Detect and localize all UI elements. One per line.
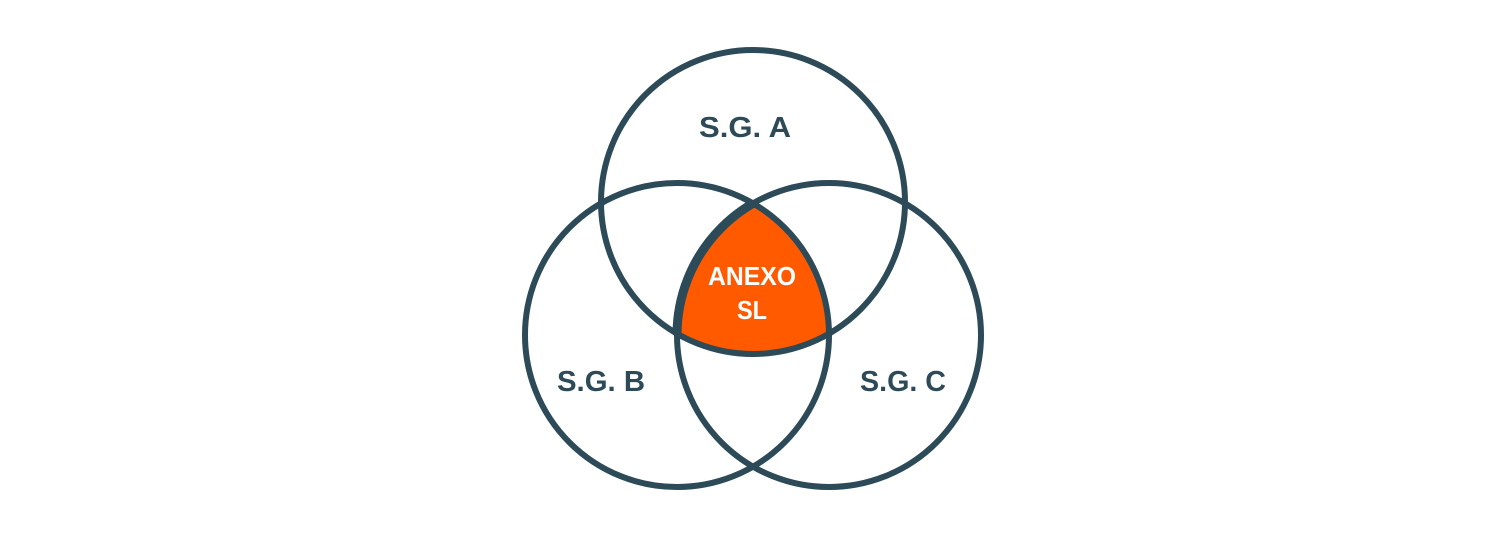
label-sg-b: S.G. B <box>557 366 645 398</box>
center-label-line1: ANEXO <box>708 261 796 291</box>
center-intersection <box>677 183 829 354</box>
circle-sg-b <box>522 180 832 490</box>
center-label-line2: SL <box>737 295 767 325</box>
circle-sg-c <box>674 180 984 490</box>
label-sg-c: S.G. C <box>860 366 946 398</box>
label-sg-a: S.G. A <box>699 112 791 144</box>
